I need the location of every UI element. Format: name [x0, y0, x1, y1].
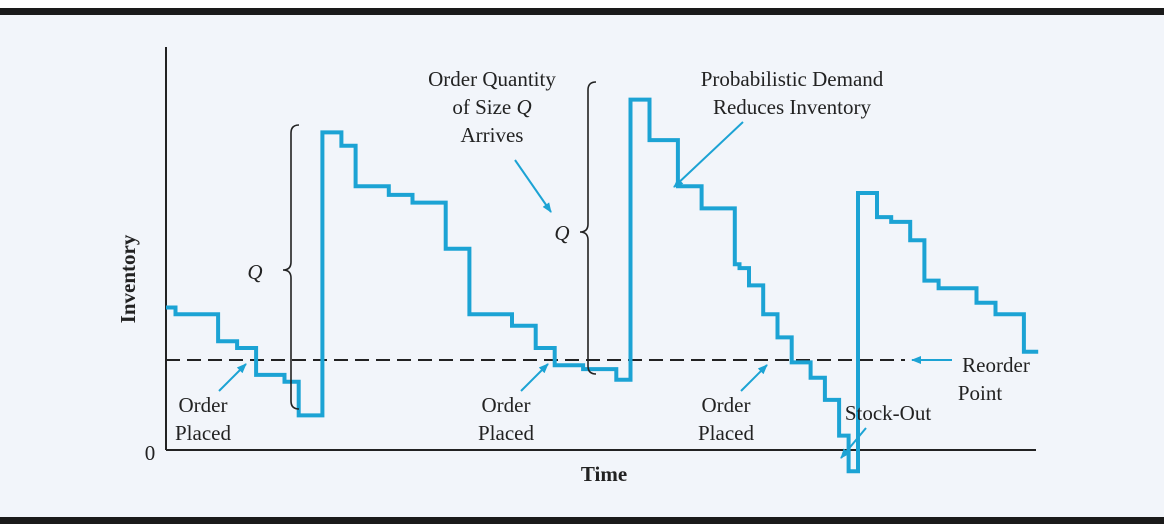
q-brace-right [579, 81, 597, 375]
order-placed-1-arrow [218, 363, 247, 392]
order-placed-3-arrow [740, 364, 768, 392]
order-placed-2-line2: Placed [478, 421, 534, 445]
q-symbol-left: Q [247, 260, 262, 284]
zero-tick-label: 0 [145, 441, 156, 465]
inventory-level-line [166, 97, 1039, 474]
q-symbol-right: Q [554, 221, 569, 245]
stock-out-label: Stock-Out [845, 401, 931, 425]
reorder-point-label-line2: Point [958, 381, 1003, 405]
y-axis-label: Inventory [116, 234, 140, 323]
order-placed-3-line1: Order [702, 393, 751, 417]
order-quantity-arrow [514, 159, 552, 213]
probabilistic-demand-label-line1: Probabilistic Demand [701, 67, 884, 91]
bottom-frame-bar [0, 517, 1164, 524]
order-quantity-label-line3: Arrives [461, 123, 524, 147]
probabilistic-demand-label-line2: Reduces Inventory [713, 95, 872, 119]
order-placed-1-line2: Placed [175, 421, 231, 445]
x-axis-label: Time [581, 462, 627, 486]
order-placed-2-arrow [520, 363, 549, 392]
reorder-point-label-line1: Reorder [962, 353, 1030, 377]
stock-out-arrow [840, 427, 867, 459]
order-quantity-label-line2: of Size Q [452, 95, 531, 119]
probabilistic-demand-arrow [673, 121, 744, 188]
top-frame-bar [0, 8, 1164, 15]
order-placed-3-line2: Placed [698, 421, 754, 445]
figure-background [0, 15, 1164, 517]
q-brace-left [282, 124, 300, 410]
order-quantity-label-line1: Order Quantity [428, 67, 556, 91]
order-placed-2-line1: Order [482, 393, 531, 417]
order-placed-1-line1: Order [179, 393, 228, 417]
